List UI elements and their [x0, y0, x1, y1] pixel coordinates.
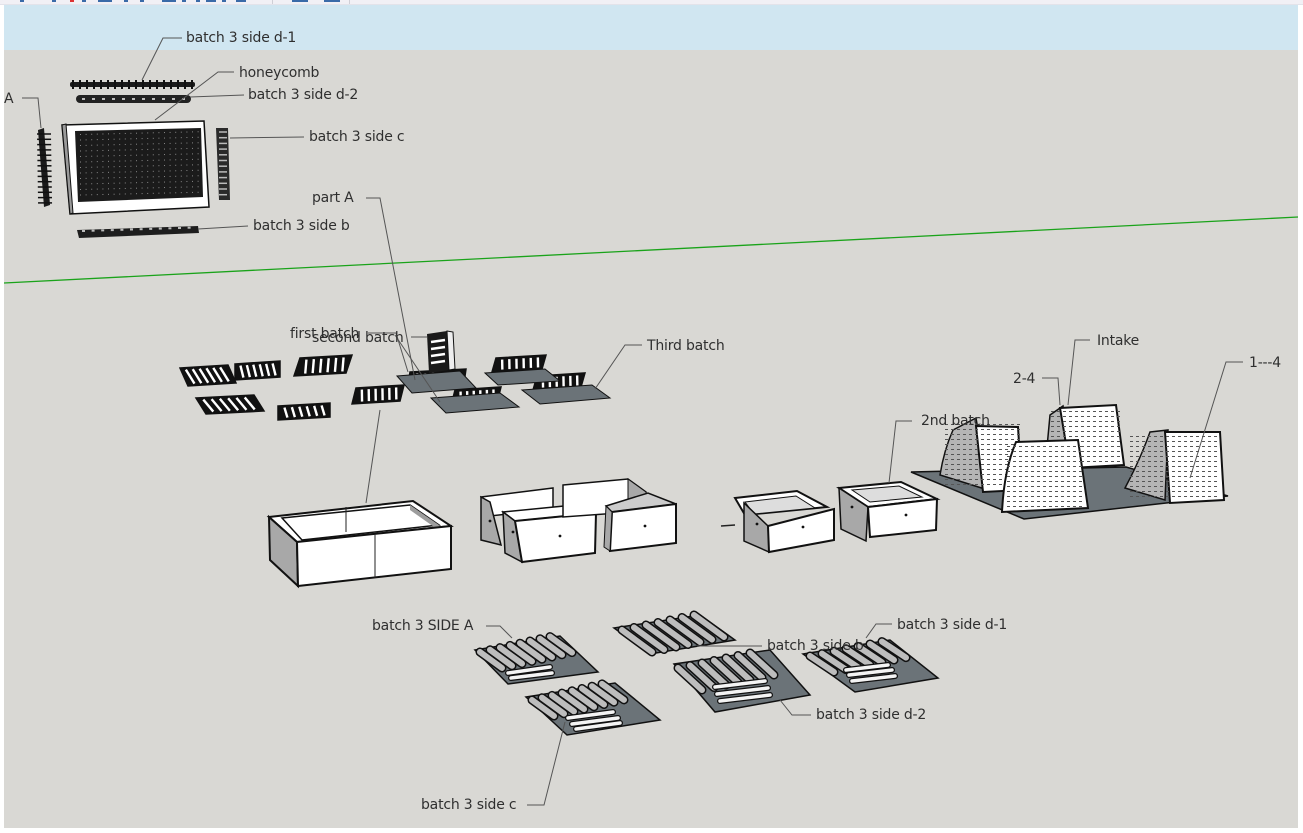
- part-a-box[interactable]: [266, 499, 454, 589]
- shape-icon[interactable]: [124, 0, 128, 2]
- label-batch3-side-b-top: batch 3 side b: [253, 218, 350, 234]
- label-batch3-side-d2-bottom: batch 3 side d-2: [816, 707, 927, 723]
- split-box-front-right[interactable]: [603, 492, 677, 553]
- honeycomb-panel[interactable]: [61, 120, 210, 215]
- batch3-side-c-plate[interactable]: [524, 679, 662, 736]
- leader-side-a: [22, 97, 42, 129]
- label-2nd-batch: 2nd batch: [921, 413, 990, 429]
- leader-first-batch: [368, 332, 409, 373]
- part-a-plate[interactable]: [429, 392, 521, 414]
- leader-bottom-side-a: [486, 625, 513, 639]
- rotate-icon[interactable]: [182, 0, 186, 2]
- leader-1-4: [1189, 361, 1243, 479]
- batch3-side-d1-plate[interactable]: [801, 637, 940, 693]
- select-icon[interactable]: [20, 0, 24, 2]
- batch3-side-d1-row-top[interactable]: [70, 80, 195, 89]
- leader-2nd-batch: [888, 420, 912, 484]
- label-first-batch: first batch: [290, 326, 360, 342]
- offset-icon[interactable]: [206, 0, 216, 2]
- toolbar-strip: [0, 0, 1303, 5]
- small-box-right[interactable]: [836, 480, 941, 543]
- label-2-4: 2-4: [1013, 371, 1036, 387]
- curved-panel[interactable]: [194, 394, 266, 415]
- leader-part-a: [366, 197, 416, 381]
- batch3-side-b-plate[interactable]: [612, 610, 737, 657]
- label-side-a-top: A: [4, 91, 14, 107]
- batch3-side-a-plate[interactable]: [473, 632, 600, 685]
- toolbar-separator: [349, 0, 350, 4]
- view-front-icon[interactable]: [324, 0, 340, 2]
- leader-bottom-c: [527, 721, 566, 806]
- line-icon[interactable]: [82, 0, 86, 2]
- toolbar-separator: [272, 0, 273, 4]
- label-third-batch: Third batch: [647, 338, 725, 354]
- label-batch3-side-a-bottom: batch 3 SIDE A: [372, 618, 474, 634]
- tape-icon[interactable]: [222, 0, 226, 2]
- leader-2-4: [1042, 377, 1061, 406]
- label-batch3-side-d2-top: batch 3 side d-2: [248, 87, 359, 103]
- connector-line: [720, 524, 736, 527]
- batch3-side-c-column-top[interactable]: [216, 128, 230, 200]
- curved-panel[interactable]: [351, 384, 405, 405]
- curved-panel[interactable]: [234, 360, 281, 381]
- batch3-side-b-row-top[interactable]: [77, 226, 199, 238]
- first-batch-plate[interactable]: [395, 370, 478, 394]
- curved-panel[interactable]: [292, 354, 354, 377]
- curved-panel[interactable]: [277, 402, 331, 421]
- leader-honeycomb: [154, 71, 234, 121]
- leader-top-d1: [141, 37, 182, 81]
- leader-bottom-d1: [865, 623, 892, 639]
- label-batch3-side-d1-top: batch 3 side d-1: [186, 30, 297, 46]
- green-axis-line: [4, 216, 1298, 284]
- arc-icon[interactable]: [98, 0, 112, 2]
- label-part-a: part A: [312, 190, 354, 206]
- side-a-column-top[interactable]: [37, 128, 53, 207]
- label-second-batch: second batch: [312, 330, 404, 346]
- leader-part-a-box: [365, 409, 381, 504]
- label-batch3-side-d1-bottom: batch 3 side d-1: [897, 617, 1008, 633]
- tower-1-4[interactable]: [1123, 429, 1226, 505]
- label-1-4: 1---4: [1249, 355, 1281, 371]
- label-batch3-side-c-top: batch 3 side c: [309, 129, 405, 145]
- label-batch3-side-c-bottom: batch 3 side c: [421, 797, 517, 813]
- second-batch-tower[interactable]: [427, 330, 456, 373]
- label-batch3-side-b-bottom: batch 3 side b: [767, 638, 864, 654]
- push-pull-icon[interactable]: [140, 0, 144, 2]
- leader-lines: [22, 37, 1243, 806]
- label-intake: Intake: [1097, 333, 1140, 349]
- leader-intake: [1067, 339, 1090, 406]
- leader-bottom-d2: [779, 699, 811, 716]
- eraser-icon[interactable]: [52, 0, 56, 2]
- leader-second-batch-2: [394, 334, 441, 403]
- small-box-left[interactable]: [733, 489, 835, 554]
- batch3-side-d2-row-top[interactable]: [76, 95, 191, 103]
- leader-top-d2: [189, 94, 245, 98]
- leader-top-b: [197, 225, 249, 230]
- scale-icon[interactable]: [196, 0, 200, 2]
- curved-panel[interactable]: [178, 364, 238, 387]
- tower-front[interactable]: [1000, 438, 1090, 514]
- batch3-side-d2-plate[interactable]: [672, 648, 812, 713]
- leader-top-c: [229, 136, 305, 139]
- scene-canvas[interactable]: [4, 5, 1298, 828]
- text-icon[interactable]: [236, 0, 246, 2]
- honeycomb-group[interactable]: [37, 80, 230, 238]
- paint-icon[interactable]: [70, 0, 74, 2]
- curved-panels-group[interactable]: [178, 354, 587, 421]
- model-viewport[interactable]: batch 3 side d-1 honeycomb batch 3 side …: [4, 5, 1298, 828]
- third-batch-plate-lower[interactable]: [520, 384, 612, 405]
- view-top-icon[interactable]: [292, 0, 308, 2]
- third-batch-plate-upper[interactable]: [483, 368, 562, 386]
- sky: [4, 5, 1298, 50]
- move-icon[interactable]: [162, 0, 176, 2]
- label-honeycomb: honeycomb: [239, 65, 320, 81]
- leader-third-batch: [594, 344, 642, 390]
